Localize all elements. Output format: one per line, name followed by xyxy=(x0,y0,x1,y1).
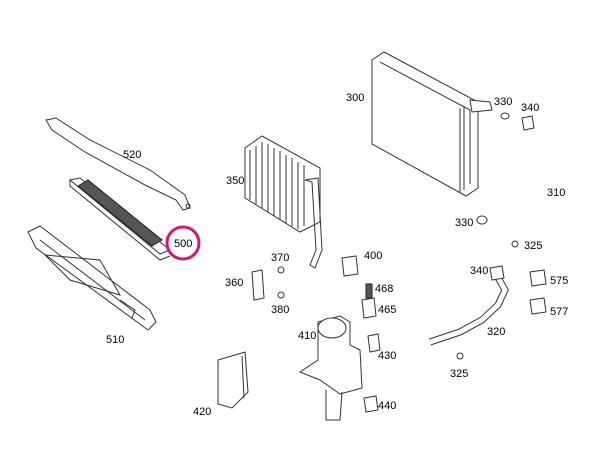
label-430: 430 xyxy=(378,350,396,362)
label-350: 350 xyxy=(226,175,244,187)
part-400-bracket[interactable] xyxy=(341,255,359,277)
part-325-oring-b[interactable] xyxy=(456,352,464,360)
part-510-housing[interactable] xyxy=(27,225,157,331)
label-410: 410 xyxy=(298,330,316,342)
part-360-valve[interactable] xyxy=(251,269,265,301)
label-340-b: 340 xyxy=(470,265,488,277)
label-468: 468 xyxy=(375,283,393,295)
part-520-bracket[interactable] xyxy=(45,117,191,211)
label-360: 360 xyxy=(225,277,243,289)
label-330-b: 330 xyxy=(455,217,473,229)
label-325-b: 325 xyxy=(450,368,468,380)
label-465: 465 xyxy=(378,304,396,316)
label-330-a: 330 xyxy=(494,96,512,108)
part-370-washer[interactable] xyxy=(277,266,285,274)
part-380-washer[interactable] xyxy=(277,291,285,299)
label-420: 420 xyxy=(193,406,211,418)
part-300-heater-core[interactable] xyxy=(371,51,493,197)
part-320-hose[interactable] xyxy=(428,270,509,346)
part-350-evaporator[interactable] xyxy=(244,135,323,269)
part-330-clamp-a[interactable] xyxy=(500,112,510,120)
label-340-a: 340 xyxy=(521,102,539,114)
part-410-water-valve[interactable] xyxy=(298,315,363,421)
part-420-bracket[interactable] xyxy=(217,351,249,409)
highlight-ring-500 xyxy=(165,225,201,261)
part-340-clip-b[interactable] xyxy=(489,265,505,281)
part-465-sensor[interactable] xyxy=(361,297,377,319)
label-310: 310 xyxy=(547,187,565,199)
label-500: 500 xyxy=(174,238,192,250)
label-300: 300 xyxy=(346,92,364,104)
part-330-clamp-b[interactable] xyxy=(476,215,488,225)
label-440: 440 xyxy=(378,400,396,412)
part-440-plug[interactable] xyxy=(363,395,379,413)
label-325-a: 325 xyxy=(524,240,542,252)
label-510: 510 xyxy=(106,334,124,346)
part-500-filter[interactable] xyxy=(68,177,171,261)
part-430-plug[interactable] xyxy=(367,333,381,353)
part-310-hose[interactable] xyxy=(476,122,565,239)
part-575-clamp[interactable] xyxy=(529,269,547,287)
part-577-clamp[interactable] xyxy=(529,297,547,315)
label-370: 370 xyxy=(271,252,289,264)
part-325-oring-a[interactable] xyxy=(511,240,519,248)
part-340-clip-a[interactable] xyxy=(521,115,535,131)
label-575: 575 xyxy=(550,275,568,287)
label-400: 400 xyxy=(364,250,382,262)
part-468-pin[interactable] xyxy=(365,283,373,299)
label-380: 380 xyxy=(271,304,289,316)
label-320: 320 xyxy=(487,326,505,338)
label-577: 577 xyxy=(550,306,568,318)
label-520: 520 xyxy=(123,149,141,161)
